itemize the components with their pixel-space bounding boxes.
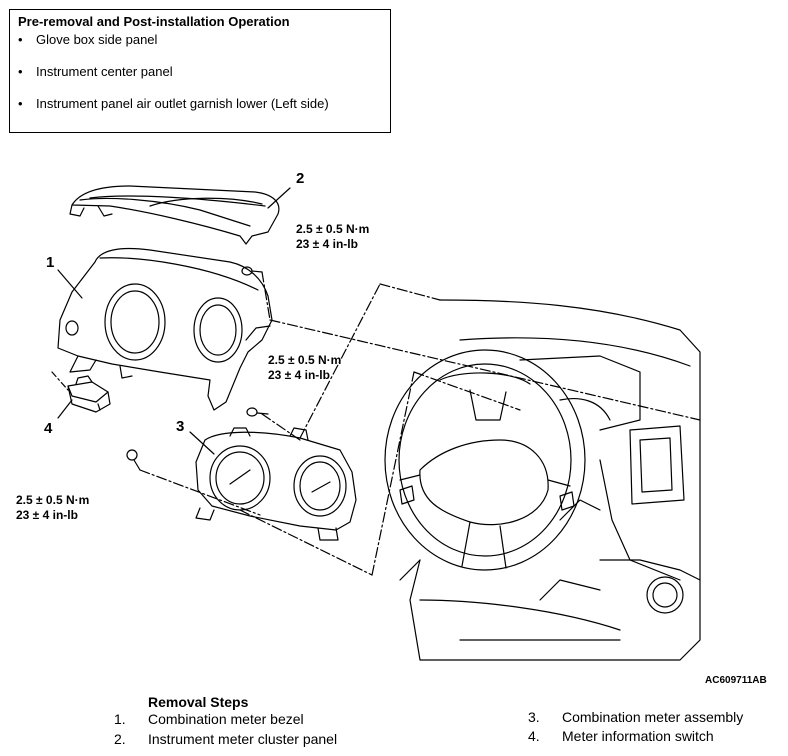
meter-bezel <box>57 247 273 411</box>
step-label: Meter information switch <box>562 728 714 744</box>
leader-line-3 <box>189 431 215 455</box>
operation-item: • Glove box side panel <box>18 32 157 47</box>
torque-imperial: 23 ± 4 in-lb <box>296 237 358 251</box>
operation-item: • Instrument panel air outlet garnish low… <box>18 96 329 111</box>
step-label: Instrument meter cluster panel <box>148 731 338 747</box>
torque-spec: 2.5 ± 0.5 N·m 23 ± 4 in-lb <box>296 222 369 252</box>
meter-information-switch <box>67 375 111 413</box>
removal-step: 4. Meter information switch <box>528 728 714 744</box>
combination-meter-assembly <box>195 427 357 541</box>
step-number: 1. <box>114 711 126 727</box>
center-line <box>51 371 69 391</box>
cluster-panel-hood <box>69 185 280 245</box>
callout-1: 1 <box>46 254 55 271</box>
step-number: 2. <box>114 731 126 747</box>
operation-item-label: Instrument center panel <box>36 64 173 79</box>
operation-box-title: Pre-removal and Post-installation Operat… <box>18 14 290 29</box>
step-number: 4. <box>528 728 540 744</box>
bullet-icon: • <box>18 32 23 47</box>
torque-metric: 2.5 ± 0.5 N·m <box>296 222 370 236</box>
torque-imperial: 23 ± 4 in-lb <box>268 368 330 382</box>
leader-line-2 <box>267 187 291 209</box>
torque-metric: 2.5 ± 0.5 N·m <box>16 493 90 507</box>
step-number: 3. <box>528 709 540 725</box>
step-label: Combination meter assembly <box>562 709 744 725</box>
screw-2 <box>246 407 269 417</box>
dashboard-assembly <box>384 299 701 661</box>
callout-4: 4 <box>44 420 53 437</box>
figure-code: AC609711AB <box>705 675 767 686</box>
operation-box: Pre-removal and Post-installation Operat… <box>9 9 391 133</box>
removal-steps-title: Removal Steps <box>148 694 249 710</box>
operation-item: • Instrument center panel <box>18 64 173 79</box>
torque-spec: 2.5 ± 0.5 N·m 23 ± 4 in-lb <box>268 353 341 383</box>
torque-imperial: 23 ± 4 in-lb <box>16 508 78 522</box>
screw-1 <box>241 266 263 276</box>
removal-step: 3. Combination meter assembly <box>528 709 743 725</box>
leader-line-1 <box>57 269 83 299</box>
bullet-icon: • <box>18 64 23 79</box>
operation-item-label: Glove box side panel <box>36 32 158 47</box>
torque-spec: 2.5 ± 0.5 N·m 23 ± 4 in-lb <box>16 493 89 523</box>
bullet-icon: • <box>18 96 23 111</box>
removal-step: 2. Instrument meter cluster panel <box>114 731 337 747</box>
leader-line-4 <box>57 399 73 419</box>
alignment-lines <box>139 271 701 576</box>
removal-step: 1. Combination meter bezel <box>114 711 304 727</box>
screw-3 <box>126 449 141 471</box>
step-label: Combination meter bezel <box>148 711 304 727</box>
callout-2: 2 <box>296 170 305 187</box>
callout-3: 3 <box>176 418 185 435</box>
operation-item-label: Instrument panel air outlet garnish lowe… <box>36 96 329 111</box>
torque-metric: 2.5 ± 0.5 N·m <box>268 353 342 367</box>
